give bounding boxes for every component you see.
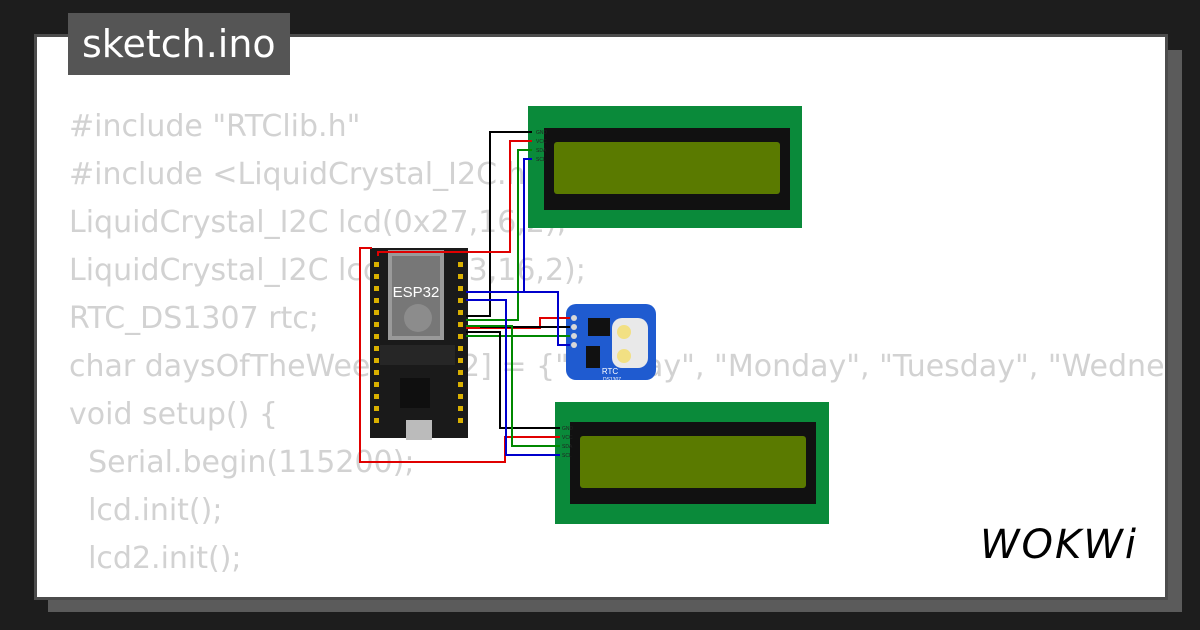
lcd2-pin-gnd: GND — [562, 426, 574, 432]
wokwi-logo-mark: WOKWi — [980, 522, 1138, 568]
logo-text: WOKWi — [980, 522, 1138, 566]
lcd1-pin-gnd: GND — [536, 130, 548, 136]
wires — [359, 131, 570, 463]
lcd1-pin-vcc: VCC — [536, 139, 547, 145]
lcd2-pin-scl: SCL — [562, 453, 572, 459]
code-line: lcd2.init(); — [69, 541, 242, 576]
filename-tab: sketch.ino — [68, 13, 290, 75]
code-line: #include <LiquidCrystal_I2C.h> — [69, 157, 551, 192]
rtc-module[interactable]: RTC DS1307 — [566, 304, 656, 383]
lcd1-pin-sda: SDA — [536, 148, 547, 154]
wire-gnd-lcd2 — [466, 331, 560, 429]
esp32-board[interactable]: ESP32 — [370, 248, 468, 440]
wire-scl-rtc — [524, 291, 570, 346]
rtc-label: RTC — [602, 367, 619, 376]
lcd1-pin-scl: SCL — [536, 157, 546, 163]
code-line: void setup() { — [69, 397, 278, 432]
wire-scl-lcd2 — [466, 299, 560, 456]
wire-scl-lcd1 — [466, 158, 532, 293]
wire-vcc-lcd2 — [359, 247, 560, 463]
lcd2-pin-sda: SDA — [562, 444, 573, 450]
wire-sda-lcd1 — [466, 149, 532, 321]
wokwi-logo: WOKWi — [980, 518, 1152, 570]
code-line: lcd.init(); — [69, 493, 223, 528]
lcd-display-2[interactable]: GND VCC SDA SCL — [555, 402, 829, 524]
code-line: #include "RTClib.h" — [69, 109, 361, 144]
esp32-label: ESP32 — [393, 284, 440, 301]
wire-gnd-lcd1 — [466, 131, 532, 317]
code-line: RTC_DS1307 rtc; — [69, 301, 319, 336]
rtc-sublabel: DS1307 — [603, 377, 621, 383]
lcd-display-1[interactable]: GND VCC SDA SCL — [528, 106, 802, 228]
wire-sda-lcd2 — [466, 325, 560, 447]
wire-vcc-lcd1 — [377, 140, 532, 256]
lcd2-pin-vcc: VCC — [562, 435, 573, 441]
